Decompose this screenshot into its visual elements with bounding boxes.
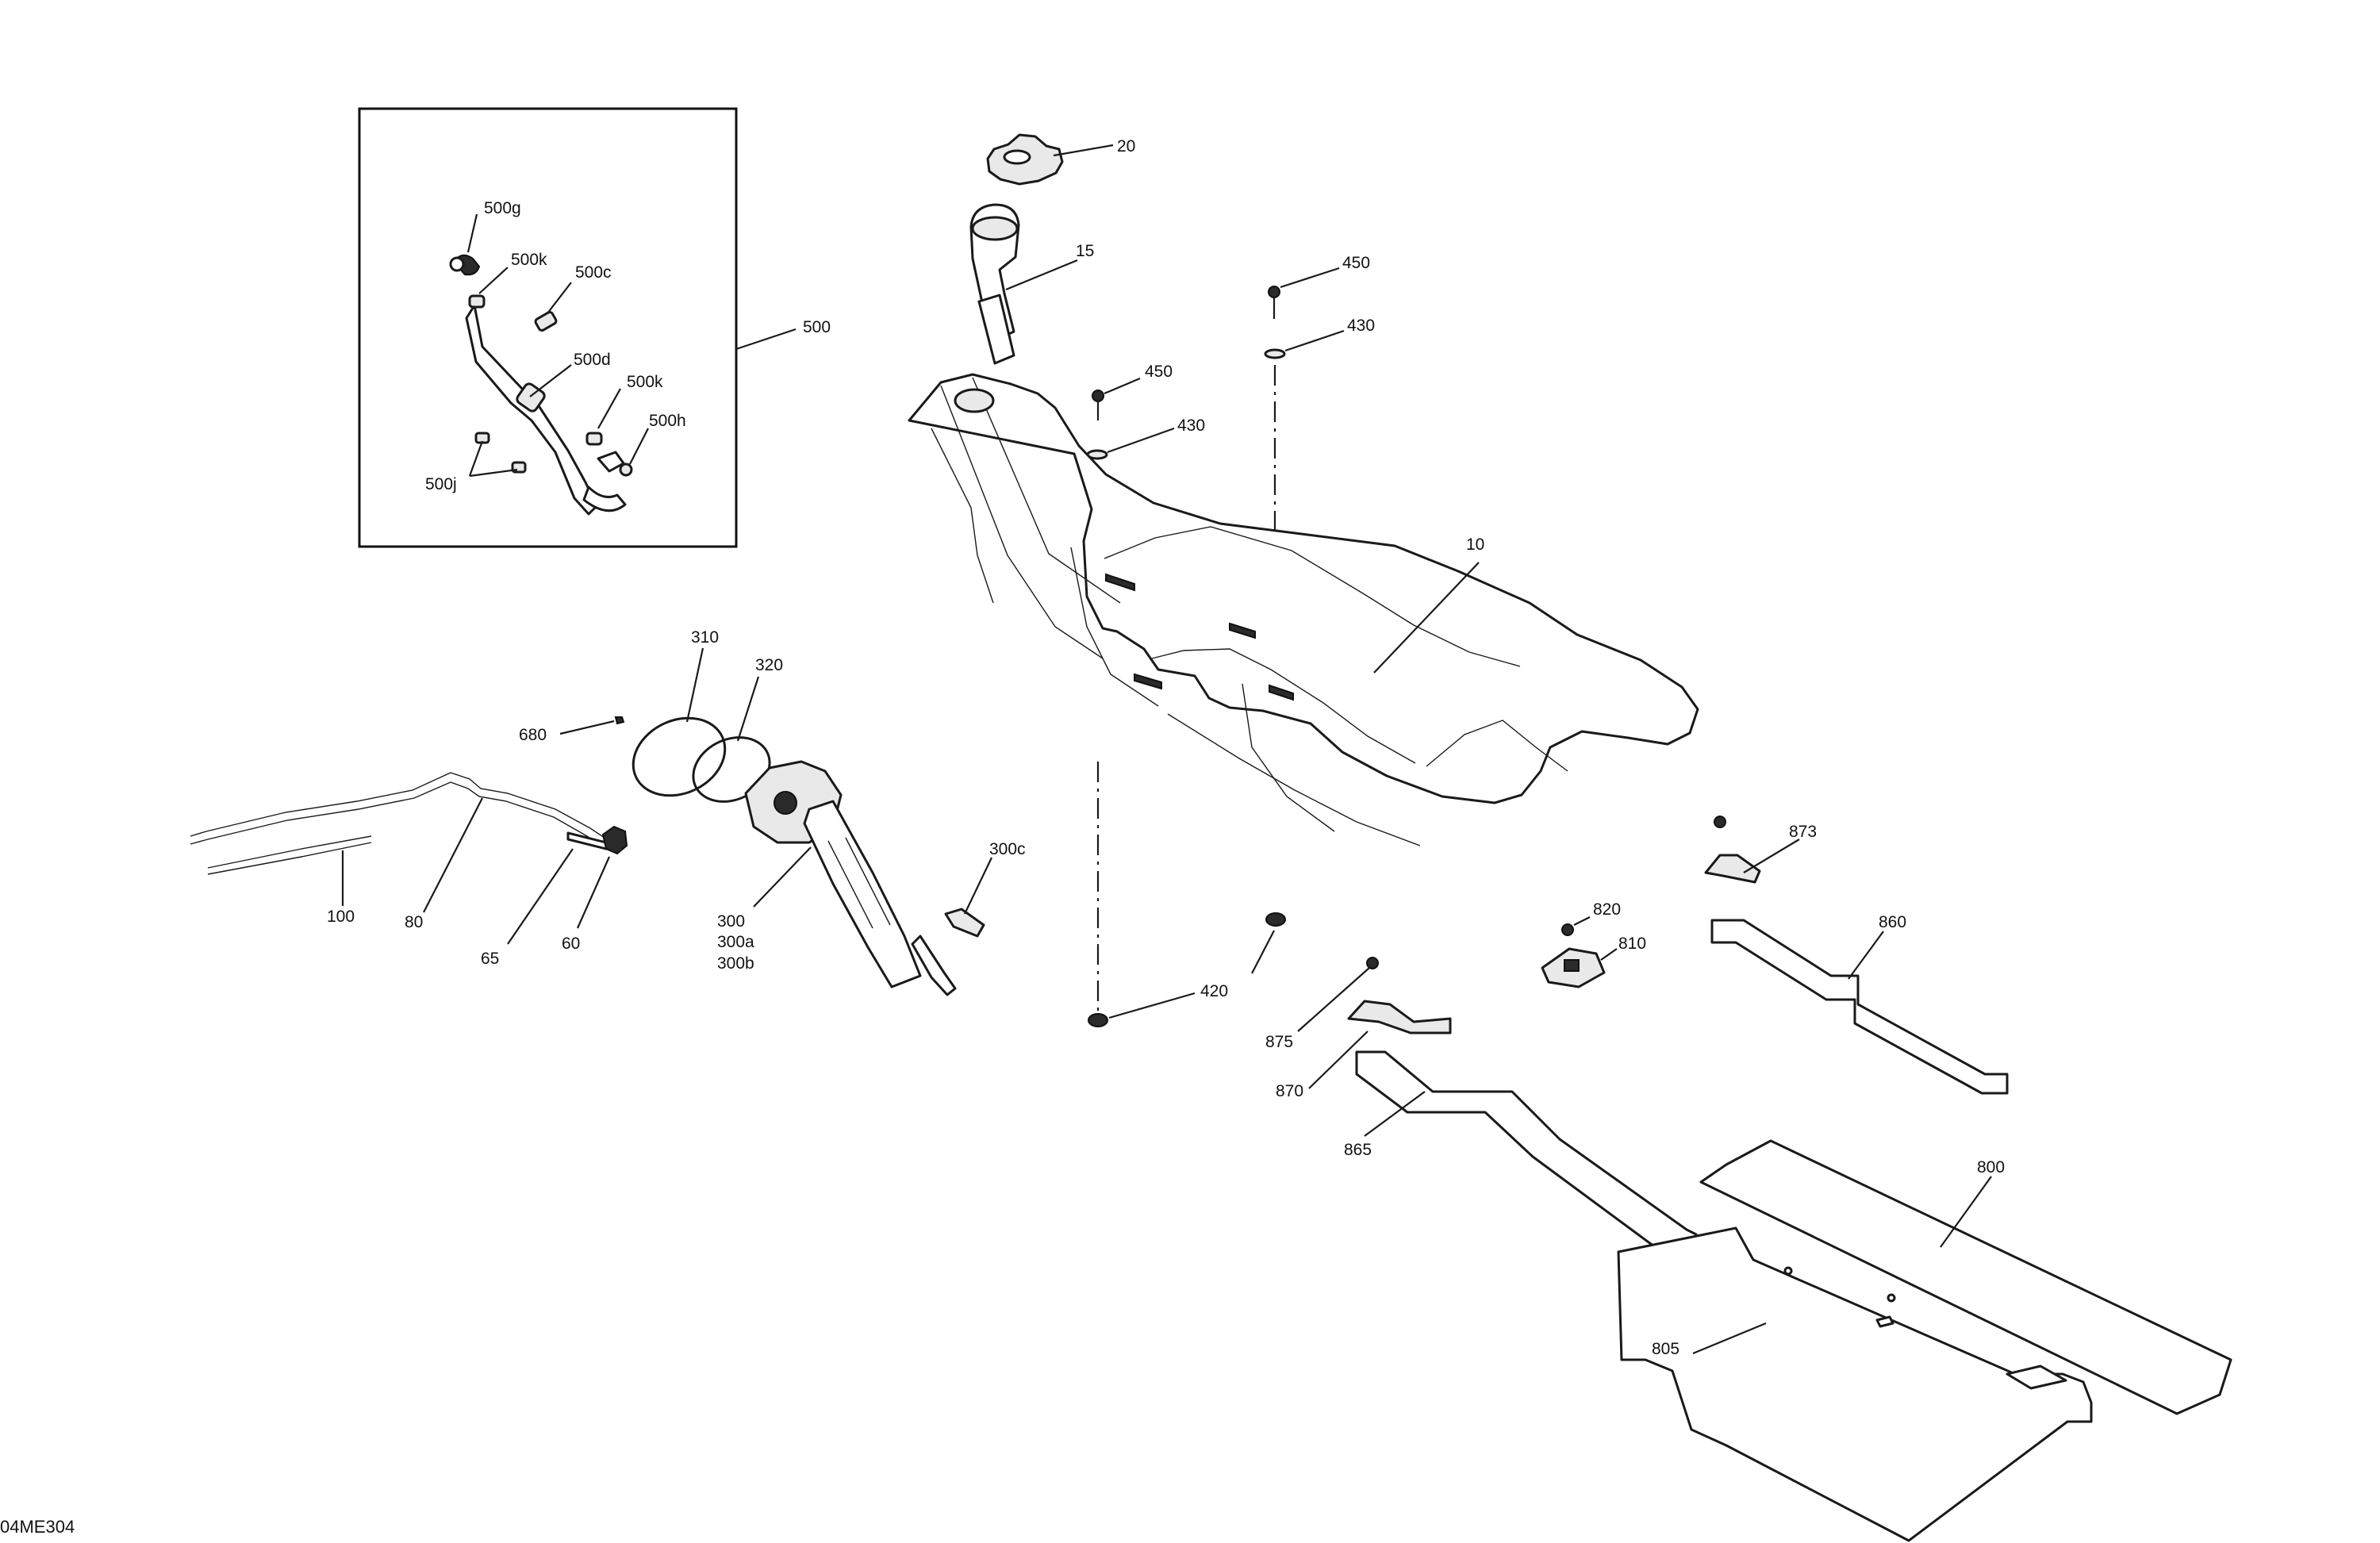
callout-860: 860 <box>1879 913 1906 931</box>
callout-865: 865 <box>1344 1141 1372 1159</box>
part-500h-valve <box>597 451 633 477</box>
callout-810: 810 <box>1618 935 1646 953</box>
part-500k-ring-a <box>468 294 486 309</box>
callout-15: 15 <box>1076 242 1094 260</box>
callout-875: 875 <box>1265 1033 1293 1051</box>
callout-500k-lower: 500k <box>627 373 663 391</box>
callout-450-right: 450 <box>1342 254 1370 272</box>
callout-873: 873 <box>1789 823 1817 841</box>
part-500d-hose <box>465 304 627 516</box>
part-420-grommets: 420 <box>1088 912 1286 1027</box>
callout-20: 20 <box>1117 137 1135 155</box>
part-450-bolt-left: 450 <box>1092 363 1173 420</box>
callout-450-left: 450 <box>1145 363 1173 381</box>
part-500c-clamp <box>534 311 558 332</box>
part-870-bracket: 870 <box>1276 1000 1452 1100</box>
part-810-clip: 810 <box>1541 935 1646 988</box>
callout-820: 820 <box>1593 900 1621 919</box>
callout-870: 870 <box>1276 1082 1303 1100</box>
part-300-fuel-pump: 300 300a 300b <box>717 760 957 996</box>
callout-65: 65 <box>481 950 499 968</box>
part-680-screw: 680 <box>519 716 625 744</box>
part-820-nut: 820 <box>1561 900 1621 936</box>
callout-300a: 300a <box>717 933 754 951</box>
part-500g-elbow <box>449 254 481 276</box>
part-450-bolt-right: 450 <box>1268 254 1370 319</box>
callout-500j: 500j <box>425 475 457 493</box>
part-100-fuel-line: 100 <box>207 835 372 926</box>
callout-680: 680 <box>519 726 547 744</box>
part-60-fitting: 60 <box>562 825 628 953</box>
callout-500c: 500c <box>575 263 612 282</box>
callout-800: 800 <box>1977 1158 2005 1176</box>
inset-box-500: 500g 500k 500c 500d 500k 500h 500j 500 <box>358 107 831 548</box>
part-875-screw: 875 <box>1265 957 1379 1051</box>
callout-80: 80 <box>405 913 423 931</box>
part-805-plate: 805 <box>1617 1226 2093 1542</box>
callout-310: 310 <box>691 628 719 647</box>
part-860-strap: 860 <box>1710 913 2009 1095</box>
callout-805: 805 <box>1652 1340 1679 1358</box>
callout-430-right: 430 <box>1347 317 1375 335</box>
callout-60: 60 <box>562 935 580 953</box>
part-800-plate: 800 <box>1699 1139 2232 1415</box>
part-865-strap: 865 <box>1344 1050 1698 1261</box>
callout-300b: 300b <box>717 954 754 973</box>
callout-300: 300 <box>717 912 745 931</box>
callout-500h: 500h <box>649 412 686 430</box>
figure-code: 04ME304 <box>0 1517 75 1537</box>
callout-100: 100 <box>327 908 355 926</box>
callout-500d: 500d <box>574 351 611 369</box>
part-430-washer-left: 430 <box>1086 416 1205 460</box>
callout-10: 10 <box>1466 535 1484 554</box>
callout-500k-upper: 500k <box>511 251 547 269</box>
callout-320: 320 <box>755 656 783 674</box>
part-10-fuel-tank: 10 <box>908 373 1699 846</box>
part-310-retaining-ring: 310 <box>631 628 727 797</box>
part-873-bracket: 873 <box>1704 816 1817 884</box>
part-65-hose: 65 <box>481 831 608 968</box>
part-15-filler-neck: 15 <box>969 203 1094 365</box>
part-500k-ring-b <box>585 432 603 446</box>
part-430-washer-right: 430 <box>1264 317 1375 359</box>
part-320-seal: 320 <box>692 656 783 803</box>
part-20-fuel-cap: 20 <box>986 133 1135 186</box>
part-300c-bracket: 300c <box>944 840 1026 938</box>
part-80-fuel-line: 80 <box>190 772 610 931</box>
callout-420: 420 <box>1200 982 1228 1000</box>
callout-430-left: 430 <box>1177 416 1205 435</box>
callout-500g: 500g <box>484 199 521 217</box>
callout-500: 500 <box>803 318 831 336</box>
callout-300c: 300c <box>989 840 1026 858</box>
